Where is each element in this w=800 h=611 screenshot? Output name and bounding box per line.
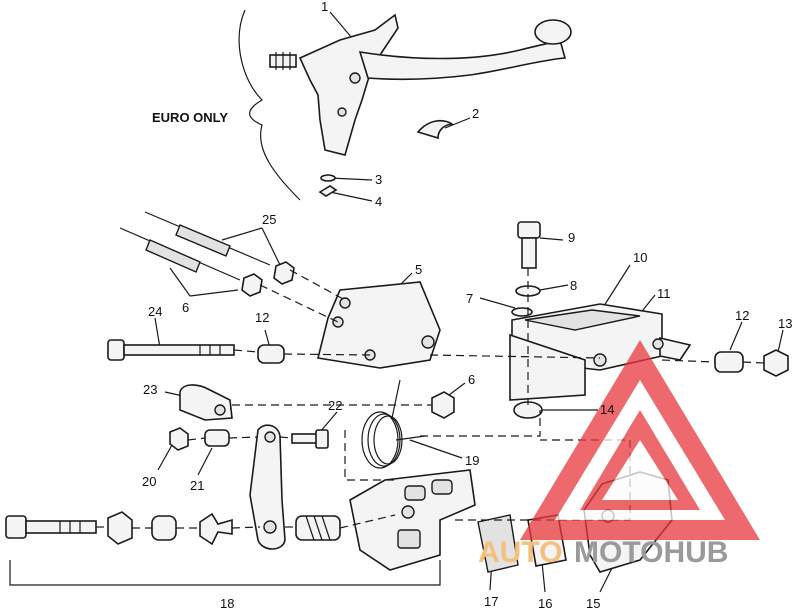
- callout-19: 19: [465, 453, 479, 468]
- callout-12b: 12: [735, 308, 749, 323]
- mount-bolt: [517, 221, 541, 269]
- mounting-bracket: [509, 303, 692, 401]
- callout-17: 17: [484, 594, 498, 609]
- callout-14: 14: [600, 402, 614, 417]
- cable-nut: [241, 273, 263, 297]
- lever-cover: [416, 119, 455, 140]
- short-bolt: [291, 429, 329, 449]
- cable-nut: [273, 261, 295, 285]
- callout-8: 8: [570, 278, 577, 293]
- callout-20: 20: [142, 474, 156, 489]
- callout-10: 10: [633, 250, 647, 265]
- callout-11: 11: [657, 286, 671, 301]
- watermark-text-auto: AUTO: [478, 536, 562, 569]
- flange-nut: [763, 349, 789, 377]
- callout-3: 3: [375, 172, 382, 187]
- callout-1: 1: [321, 0, 328, 14]
- small-nut: [169, 427, 189, 451]
- nut: [431, 391, 455, 419]
- torsion-spring: [361, 379, 426, 469]
- clutch-lever-assembly: [269, 13, 572, 156]
- watermark-text-motohub: MOTOHUB: [574, 536, 728, 569]
- small-bushing: [204, 429, 230, 447]
- callout-18: 18: [220, 596, 234, 611]
- callout-23: 23: [143, 382, 157, 397]
- callout-25: 25: [262, 212, 276, 227]
- callout-5: 5: [415, 262, 422, 277]
- cable-bracket: [317, 281, 441, 369]
- retaining-clip: [320, 174, 336, 182]
- watermark-logo: [520, 340, 760, 540]
- callout-22: 22: [328, 398, 342, 413]
- euro-only-note: EURO ONLY: [152, 110, 228, 125]
- callout-6b: 6: [468, 372, 475, 387]
- callout-7: 7: [466, 291, 473, 306]
- pivot-pin: [318, 185, 338, 197]
- long-bolt: [107, 339, 235, 361]
- callout-21: 21: [190, 478, 204, 493]
- callout-24: 24: [148, 304, 162, 319]
- cable-clamp: [179, 384, 233, 421]
- control-cables: [119, 211, 271, 281]
- linkage-arm: [249, 424, 286, 550]
- callout-16: 16: [538, 596, 552, 611]
- shaft-assembly: [5, 511, 341, 546]
- caliper-body: [349, 469, 476, 571]
- callout-6: 6: [182, 300, 189, 315]
- callout-15: 15: [586, 596, 600, 611]
- callout-4: 4: [375, 194, 382, 209]
- bushing-right: [714, 351, 744, 373]
- euro-bracket: [238, 9, 301, 201]
- callout-2: 2: [472, 106, 479, 121]
- callout-13: 13: [778, 316, 792, 331]
- lock-washer: [511, 307, 533, 317]
- callout-12: 12: [255, 310, 269, 325]
- callout-9: 9: [568, 230, 575, 245]
- bushing: [257, 344, 285, 364]
